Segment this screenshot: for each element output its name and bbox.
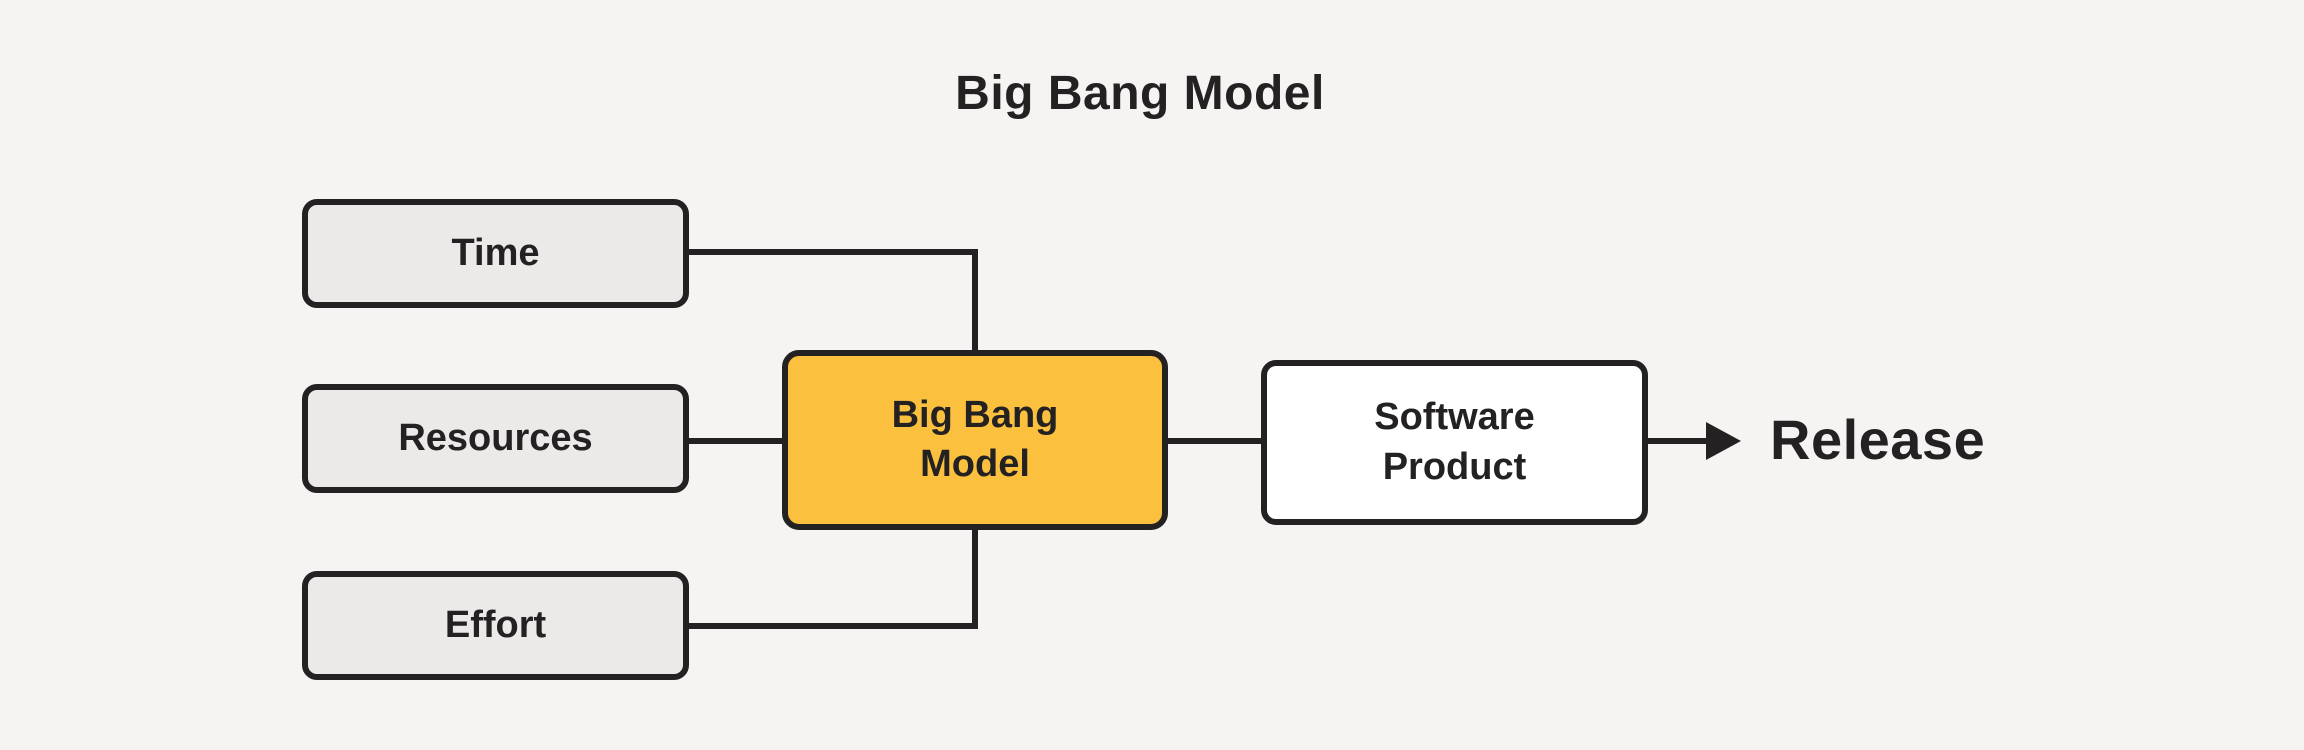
connector-effort-horizontal: [687, 623, 978, 629]
node-software-product-label-line2: Product: [1382, 445, 1527, 488]
connector-model-to-product: [1166, 438, 1263, 444]
node-software-product-label: Software Product: [1374, 393, 1534, 492]
connector-time-vertical: [972, 249, 978, 352]
node-time-label: Time: [451, 231, 540, 274]
node-effort-label: Effort: [444, 603, 547, 646]
node-software-product-label-line1: Software: [1374, 396, 1535, 439]
node-time: Time: [302, 199, 689, 308]
node-big-bang-model-label-line1: Big Bang: [891, 393, 1059, 436]
arrowhead-icon: [1706, 422, 1741, 460]
node-big-bang-model-label: Big Bang Model: [892, 391, 1059, 490]
node-resources-label: Resources: [398, 416, 593, 459]
connector-resources-horizontal: [687, 438, 785, 444]
node-effort: Effort: [302, 571, 689, 680]
node-big-bang-model: Big Bang Model: [782, 350, 1168, 530]
connector-product-to-release: [1646, 438, 1708, 444]
node-software-product: Software Product: [1261, 360, 1648, 525]
connector-effort-vertical: [972, 528, 978, 629]
node-big-bang-model-label-line2: Model: [920, 443, 1030, 485]
connector-time-horizontal: [687, 249, 978, 255]
node-resources: Resources: [302, 384, 689, 493]
diagram-title: Big Bang Model: [955, 67, 1325, 120]
release-label: Release: [1770, 408, 1986, 471]
